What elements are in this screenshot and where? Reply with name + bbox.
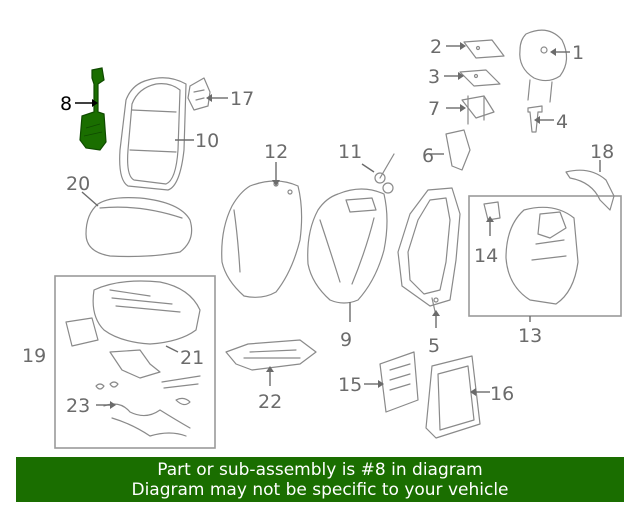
callout-20[interactable]: 20 — [66, 173, 90, 195]
callout-18[interactable]: 18 — [590, 141, 614, 163]
part-9-foam[interactable] — [307, 188, 388, 304]
part-20-cushion[interactable] — [85, 197, 193, 258]
part-8-highlighted[interactable] — [79, 67, 107, 151]
callout-3[interactable]: 3 — [428, 66, 440, 88]
part-7-guide[interactable] — [461, 95, 495, 125]
callout-21[interactable]: 21 — [180, 347, 204, 369]
part-6-cover[interactable] — [445, 129, 471, 171]
callout-23[interactable]: 23 — [66, 395, 90, 417]
callout-2[interactable]: 2 — [430, 36, 442, 58]
callout-4[interactable]: 4 — [556, 111, 568, 133]
part-22-shield[interactable] — [225, 339, 317, 371]
callout-19[interactable]: 19 — [22, 345, 46, 367]
part-10-backrest[interactable] — [119, 77, 187, 191]
callout-10[interactable]: 10 — [195, 130, 219, 152]
callout-5[interactable]: 5 — [428, 335, 440, 357]
part-11-guide[interactable] — [374, 153, 395, 194]
arrow-8 — [92, 99, 98, 107]
part-21-cushion-frame[interactable] — [65, 280, 201, 437]
part-16-panel[interactable] — [379, 351, 419, 413]
callout-16[interactable]: 15 — [338, 374, 362, 396]
part-3-trim[interactable] — [459, 69, 501, 87]
callout-6[interactable]: 6 — [422, 145, 434, 167]
callout-17[interactable]: 17 — [230, 88, 254, 110]
callout-14[interactable]: 14 — [474, 245, 498, 267]
callout-15[interactable]: 16 — [490, 383, 514, 405]
part-1-headrest[interactable] — [519, 29, 568, 103]
part-14-clip[interactable] — [483, 201, 501, 221]
callout-8[interactable]: 8 — [60, 93, 72, 115]
part-2-trim[interactable] — [463, 39, 505, 59]
callout-22[interactable]: 22 — [258, 391, 282, 413]
part-15-backpanel[interactable] — [425, 355, 481, 439]
callout-12[interactable]: 12 — [264, 141, 288, 163]
callout-11[interactable]: 11 — [338, 141, 362, 163]
callout-7[interactable]: 7 — [428, 98, 440, 120]
banner-line-2: Diagram may not be specific to your vehi… — [131, 480, 509, 500]
part-12-cover[interactable] — [221, 180, 303, 298]
part-13-side-panel[interactable] — [505, 206, 579, 305]
part-5-frame[interactable] — [397, 187, 461, 317]
part-18-trim[interactable] — [565, 169, 615, 211]
banner-line-1: Part or sub-assembly is #8 in diagram — [157, 460, 483, 480]
part-17-bracket[interactable] — [187, 77, 211, 111]
info-banner: Part or sub-assembly is #8 in diagram Di… — [16, 457, 624, 502]
group-box-13 — [468, 195, 622, 317]
callout-1[interactable]: 1 — [572, 42, 584, 64]
part-4-bushing[interactable] — [527, 105, 543, 133]
callout-9[interactable]: 9 — [340, 329, 352, 351]
group-box-19 — [54, 275, 216, 449]
callout-13[interactable]: 13 — [518, 325, 542, 347]
